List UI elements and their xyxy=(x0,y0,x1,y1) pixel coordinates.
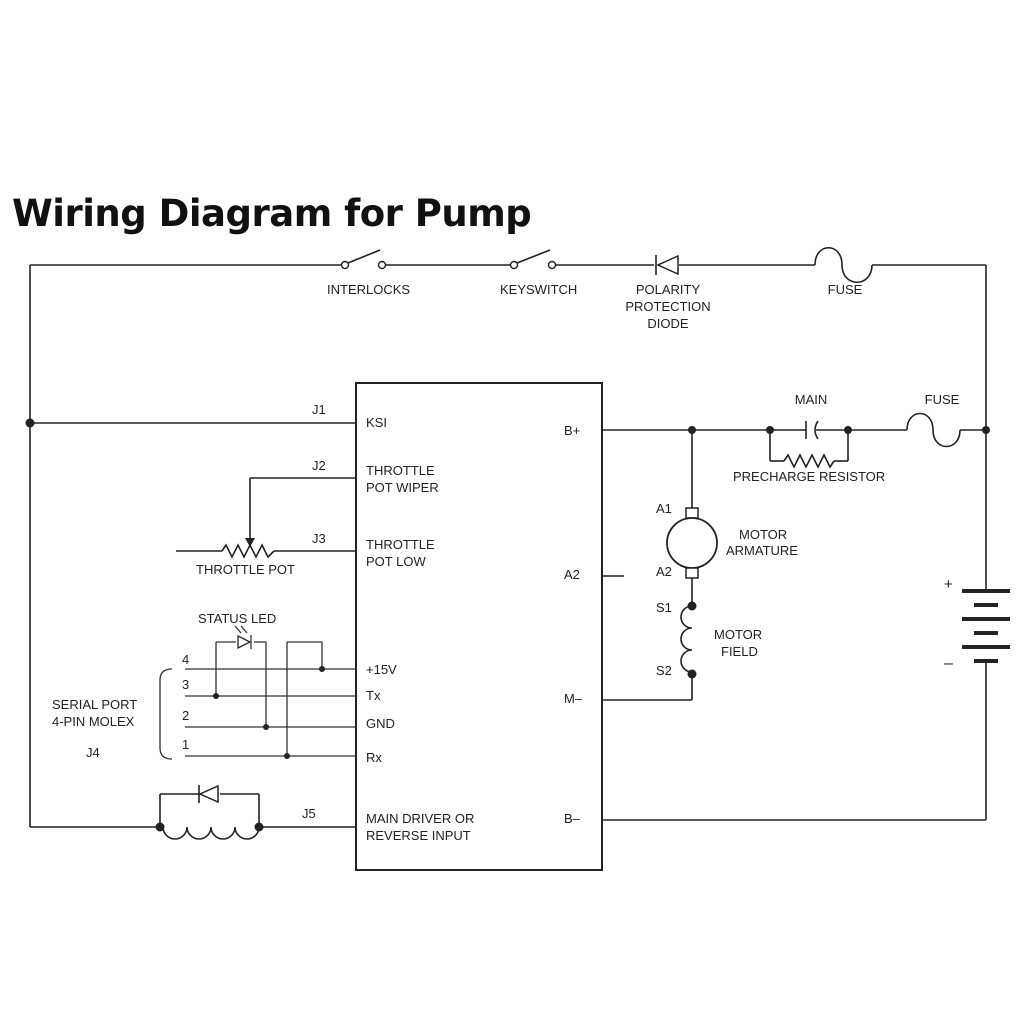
power-fuse-label: FUSE xyxy=(925,392,960,407)
motor-armature xyxy=(666,517,718,569)
battery-minus: – xyxy=(944,655,953,672)
pin-throttle-low-2: POT LOW xyxy=(366,554,426,569)
j2-label: J2 xyxy=(312,458,326,473)
coil-junction-left xyxy=(155,822,165,832)
j4-label: J4 xyxy=(86,745,100,760)
throttle-pot-label: THROTTLE POT xyxy=(196,562,295,577)
keyswitch-switch xyxy=(509,249,557,270)
polarity-diode xyxy=(655,254,679,276)
motor-armature-label-2: ARMATURE xyxy=(726,543,798,558)
pin-gnd: GND xyxy=(366,716,395,731)
throttle-pot-resistor xyxy=(176,543,356,559)
armature-brush-bottom xyxy=(685,567,699,579)
keyswitch-label: KEYSWITCH xyxy=(500,282,577,297)
interlocks-switch xyxy=(340,249,387,270)
main-contactor xyxy=(805,420,819,440)
top-fuse xyxy=(814,247,873,283)
junction-gnd xyxy=(263,724,269,730)
battery-plus: + xyxy=(944,576,953,593)
precharge-label: PRECHARGE RESISTOR xyxy=(733,469,885,484)
controller-box xyxy=(355,382,603,871)
precharge-resistor xyxy=(769,430,849,469)
serial-port-label-1: SERIAL PORT xyxy=(52,697,137,712)
pin-throttle-wiper-2: POT WIPER xyxy=(366,480,439,495)
pin-main-driver-1: MAIN DRIVER OR xyxy=(366,811,474,826)
precharge-junction-left xyxy=(766,426,774,434)
m-minus-wire xyxy=(602,674,693,701)
pin-b-minus: B– xyxy=(564,811,581,826)
pin-throttle-low-1: THROTTLE xyxy=(366,537,435,552)
s2-label: S2 xyxy=(656,663,672,678)
motor-field-coil xyxy=(680,605,693,673)
motor-field-label-2: FIELD xyxy=(721,644,758,659)
serial-pin-4: 4 xyxy=(182,652,189,667)
j5-label: J5 xyxy=(302,806,316,821)
page-title: Wiring Diagram for Pump xyxy=(12,192,532,235)
pin-a2: A2 xyxy=(564,567,580,582)
main-coil-circuit xyxy=(30,793,356,840)
pin-main-driver-2: REVERSE INPUT xyxy=(366,828,471,843)
armature-brush-top xyxy=(685,507,699,519)
pin-throttle-wiper-1: THROTTLE xyxy=(366,463,435,478)
top-branch-wires xyxy=(29,264,987,827)
battery xyxy=(962,430,1010,820)
coil-junction-right xyxy=(254,822,264,832)
pin-b-plus: B+ xyxy=(564,423,580,438)
j1-junction xyxy=(25,418,35,428)
serial-pin-1: 1 xyxy=(182,737,189,752)
pin-tx: Tx xyxy=(366,688,381,703)
power-fuse xyxy=(906,412,961,448)
junction-tx xyxy=(213,693,219,699)
diode-label-2: PROTECTION xyxy=(625,299,710,314)
serial-port-bracket xyxy=(159,668,173,760)
junction-rx xyxy=(284,753,290,759)
pin-rx: Rx xyxy=(366,750,382,765)
a2-motor-label: A2 xyxy=(656,564,672,579)
serial-port-label-2: 4-PIN MOLEX xyxy=(52,714,135,729)
j3-label: J3 xyxy=(312,531,326,546)
motor-field-label-1: MOTOR xyxy=(714,627,762,642)
serial-pin-2: 2 xyxy=(182,708,189,723)
status-led xyxy=(234,625,252,650)
diode-label-1: POLARITY xyxy=(636,282,701,297)
s1-label: S1 xyxy=(656,600,672,615)
diode-label-3: DIODE xyxy=(647,316,689,331)
flyback-diode xyxy=(198,784,219,804)
interlocks-label: INTERLOCKS xyxy=(327,282,410,297)
top-fuse-label: FUSE xyxy=(828,282,863,297)
serial-pin-3: 3 xyxy=(182,677,189,692)
pin-m-minus: M– xyxy=(564,691,583,706)
junction-15v xyxy=(319,666,325,672)
status-led-label: STATUS LED xyxy=(198,611,276,626)
serial-port-wires xyxy=(185,641,356,757)
j1-label: J1 xyxy=(312,402,326,417)
throttle-wiper-wire xyxy=(245,477,356,547)
motor-armature-label-1: MOTOR xyxy=(739,527,787,542)
pin-15v: +15V xyxy=(366,662,397,677)
pin-ksi: KSI xyxy=(366,415,387,430)
a1-label: A1 xyxy=(656,501,672,516)
main-contactor-label: MAIN xyxy=(795,392,828,407)
precharge-junction-right xyxy=(844,426,852,434)
